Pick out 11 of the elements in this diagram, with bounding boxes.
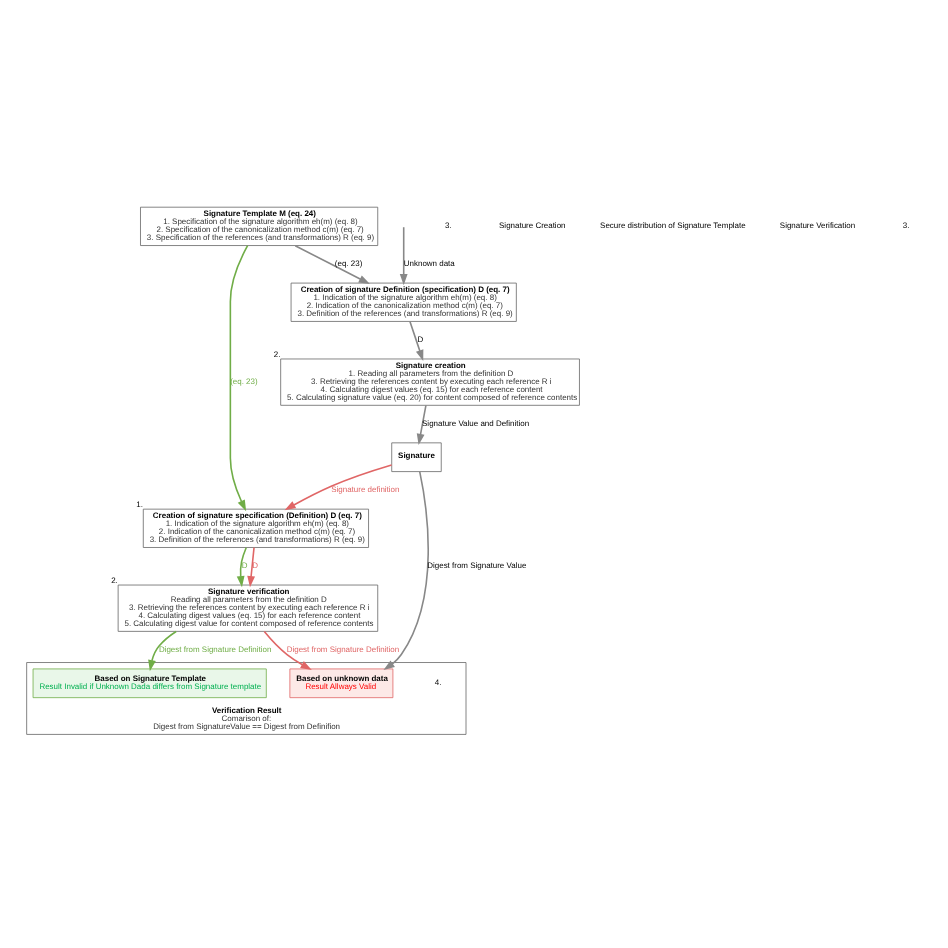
arrow: [416, 404, 427, 446]
arrow: [284, 464, 393, 511]
arrow: [236, 546, 247, 588]
arrow: [383, 470, 429, 671]
arrow: [229, 244, 249, 512]
arrow: [148, 630, 177, 672]
arrow: [294, 244, 370, 285]
arrow: [409, 320, 424, 362]
arrow: [247, 546, 256, 588]
arrow: [263, 630, 312, 670]
arrow: [399, 226, 408, 286]
